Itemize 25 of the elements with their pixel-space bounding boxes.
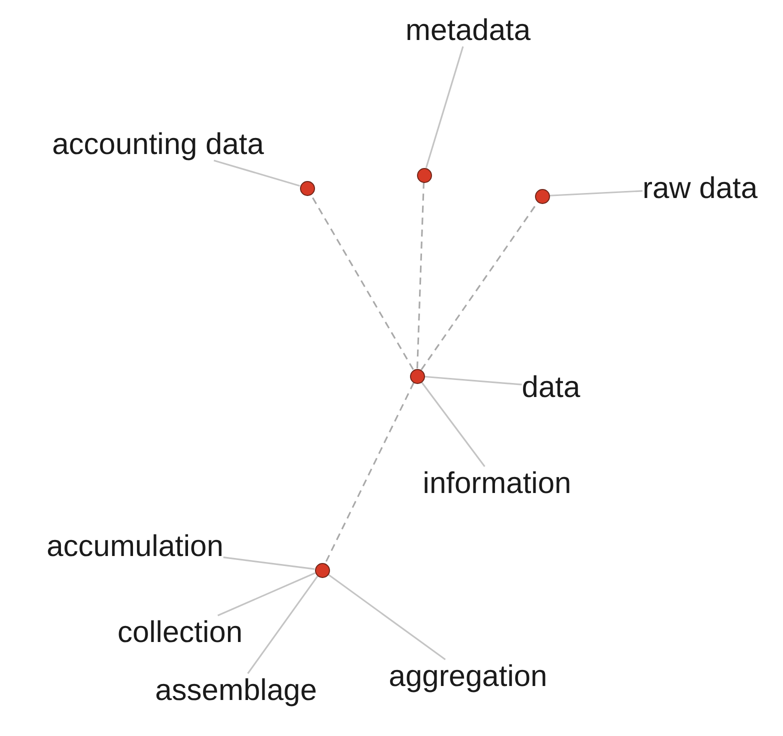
connector-line — [328, 574, 446, 660]
connector-line — [217, 572, 316, 616]
term-label: aggregation — [388, 660, 548, 692]
term-label: accounting data — [52, 128, 264, 160]
term-label: metadata — [405, 14, 531, 46]
connector-line — [425, 46, 464, 168]
dot-node — [300, 180, 314, 196]
term-label: raw data — [642, 172, 758, 204]
connector-line — [223, 556, 315, 570]
term-label: assemblage — [155, 674, 317, 706]
term-label: accumulation — [46, 530, 224, 562]
dashed-connector — [416, 182, 425, 369]
dot-node — [314, 562, 330, 578]
connector-line — [420, 382, 486, 467]
connector-line — [214, 160, 300, 187]
connector-line — [549, 190, 642, 196]
dot-node — [534, 188, 550, 204]
connector-line — [424, 376, 522, 386]
term-label: information — [422, 466, 572, 500]
connector-line — [247, 576, 318, 674]
term-label: collection — [117, 616, 243, 648]
term-label: data — [522, 370, 580, 404]
dot-node — [416, 168, 432, 182]
dot-node — [410, 368, 424, 384]
dashed-connector — [324, 382, 414, 564]
